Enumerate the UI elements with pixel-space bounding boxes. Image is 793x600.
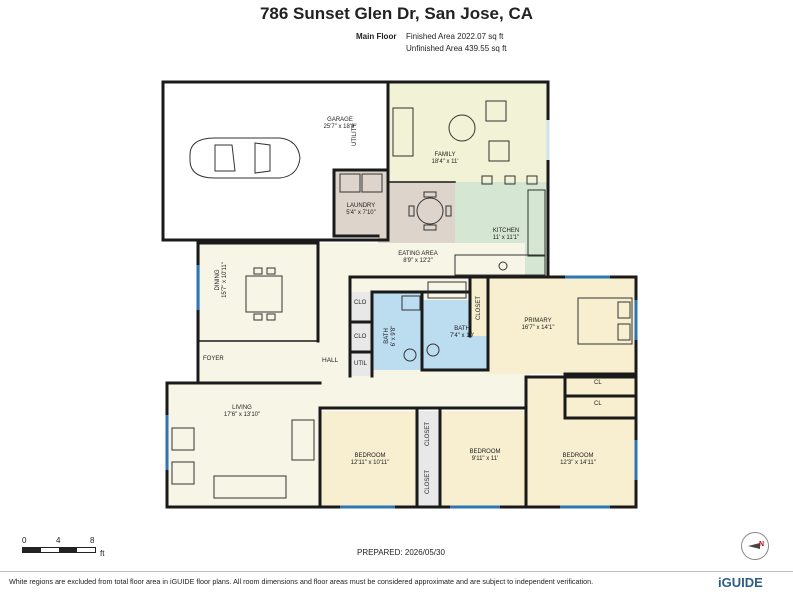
living-furniture bbox=[171, 419, 315, 499]
bath1-fill bbox=[372, 292, 422, 370]
armchair-icon bbox=[485, 100, 507, 122]
car-icon bbox=[189, 137, 301, 179]
cl1-label: CL bbox=[594, 380, 602, 386]
eating-table bbox=[408, 191, 452, 231]
floor-label: Main Floor bbox=[356, 32, 397, 41]
scale-tick-0: 0 bbox=[22, 536, 27, 545]
iguide-logo: iGUIDE bbox=[718, 575, 763, 590]
tub-icon bbox=[427, 281, 467, 299]
bath-fixtures bbox=[401, 281, 467, 362]
page-title: 786 Sunset Glen Dr, San Jose, CA bbox=[259, 4, 534, 23]
stove-icon bbox=[498, 261, 508, 271]
bedroom3-fill bbox=[526, 377, 636, 507]
washer-icon bbox=[339, 173, 361, 193]
dining-table bbox=[245, 267, 283, 321]
finished-area: Finished Area 2022.07 sq ft bbox=[406, 32, 504, 41]
windows bbox=[165, 120, 638, 509]
dryer-icon bbox=[361, 173, 383, 193]
family-furniture bbox=[392, 100, 538, 185]
foyer-label: FOYER bbox=[203, 356, 224, 362]
kitchen-counters bbox=[454, 189, 546, 276]
disclaimer: White regions are excluded from total fl… bbox=[9, 577, 594, 586]
scale-tick-4: 4 bbox=[56, 536, 61, 545]
sofa-icon bbox=[392, 107, 414, 157]
scale-tick-8: 8 bbox=[90, 536, 95, 545]
room-fills bbox=[167, 82, 636, 507]
clo1-label: CLO bbox=[354, 300, 367, 306]
laundry-fill bbox=[334, 170, 388, 236]
toilet-icon bbox=[403, 348, 417, 362]
bedroom1-fill bbox=[320, 411, 417, 507]
sofa-icon-2 bbox=[291, 419, 315, 461]
armchair-icon-2 bbox=[488, 140, 510, 162]
closet-b2-label: CLOSET bbox=[425, 469, 431, 494]
armchair-icon-2 bbox=[171, 461, 195, 485]
unfinished-area: Unfinished Area 439.55 sq ft bbox=[406, 44, 507, 53]
bed-icon bbox=[577, 297, 633, 345]
prepared-date: PREPARED: 2026/05/30 bbox=[357, 548, 445, 557]
utility-label: UTILITY bbox=[352, 123, 358, 146]
laundry-appliances bbox=[339, 173, 383, 193]
sofa-icon bbox=[213, 475, 287, 499]
clo2-label: CLO bbox=[354, 334, 367, 340]
closet-primary-label: CLOSET bbox=[476, 295, 482, 320]
compass-icon: N bbox=[741, 532, 769, 560]
cl2-label: CL bbox=[594, 401, 602, 407]
closet-b1-label: CLOSET bbox=[425, 421, 431, 446]
primary-fill bbox=[488, 277, 636, 374]
bedroom2-fill bbox=[440, 411, 526, 507]
closet-primary-fill bbox=[470, 278, 490, 336]
closet-b-fill bbox=[417, 411, 440, 507]
hall-label: HALL bbox=[322, 357, 339, 364]
family-fill bbox=[388, 82, 548, 182]
living-fill bbox=[167, 383, 320, 506]
vanity-icon bbox=[401, 295, 421, 311]
util-label: UTIL bbox=[354, 361, 368, 367]
table-icon bbox=[448, 114, 476, 142]
compass-north: N bbox=[759, 541, 765, 548]
scale-unit: ft bbox=[100, 549, 105, 558]
armchair-icon bbox=[171, 427, 195, 451]
toilet-icon-2 bbox=[426, 343, 440, 357]
clo-fill bbox=[350, 292, 372, 376]
footer-divider bbox=[0, 571, 793, 572]
